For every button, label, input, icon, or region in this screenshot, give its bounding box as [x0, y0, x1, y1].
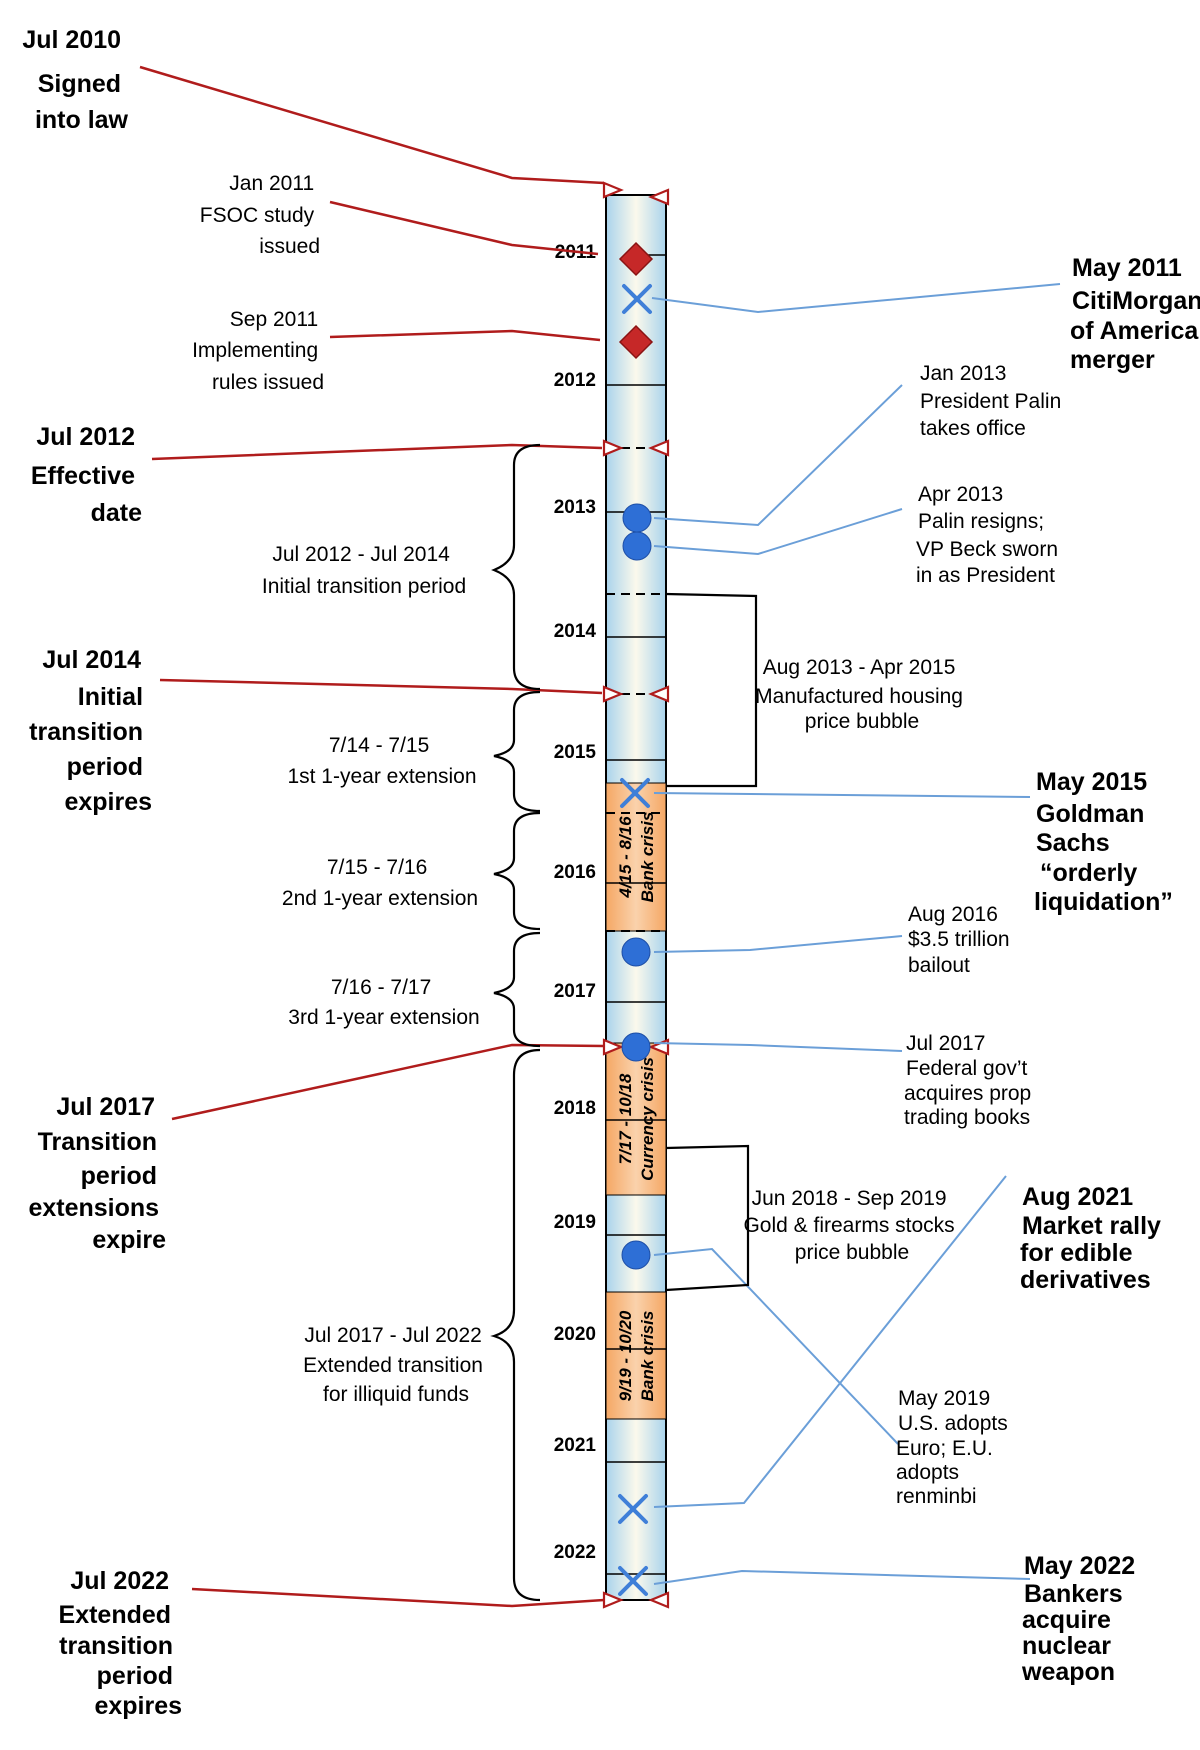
event-euro: May 2019 U.S. adopts Euro; E.U. adopts r…: [896, 1387, 1014, 1508]
brace-ext1: [493, 690, 541, 813]
event-bailout: Aug 2016 $3.5 trillion bailout: [908, 903, 1015, 977]
x-marker-goldman: [620, 778, 650, 808]
milestone-rules: Sep 2011 Implementing rules issued: [192, 308, 324, 394]
period-initial: Jul 2012 - Jul 2014 Initial transition p…: [262, 543, 466, 598]
diamond-marker-fsoc: [618, 241, 654, 277]
year-label-2020: 2020: [554, 1324, 596, 1345]
year-label-2015: 2015: [554, 742, 597, 763]
year-label-2021: 2021: [554, 1435, 597, 1456]
period-ext3: 7/16 - 7/17 3rd 1-year extension: [288, 976, 479, 1029]
boundary-triangles: [602, 181, 670, 1609]
triangle-marker: [648, 188, 670, 206]
period-ext2: 7/15 - 7/16 2nd 1-year extension: [282, 856, 478, 910]
year-labels: 2011 2012 2013 2014 2015 2016 2017 2018 …: [554, 242, 597, 1563]
triangle-marker: [648, 439, 670, 457]
circle-marker-bailout: [621, 937, 651, 967]
event-circles: [621, 503, 652, 1270]
milestone-extensions-expire: Jul 2017 Transition period extensions ex…: [28, 1093, 166, 1254]
event-goldman: May 2015 Goldman Sachs “orderly liquidat…: [1034, 768, 1173, 916]
event-fedgov: Jul 2017 Federal gov’t acquires prop tra…: [904, 1032, 1037, 1129]
brace-illiquid: [490, 1048, 541, 1602]
event-gold: Jun 2018 - Sep 2019 Gold & firearms stoc…: [743, 1187, 960, 1264]
triangle-marker: [602, 181, 624, 199]
event-rally: Aug 2021 Market rally for edible derivat…: [1020, 1183, 1168, 1294]
triangle-marker: [602, 685, 624, 703]
year-label-2014: 2014: [554, 621, 597, 642]
circle-marker-palin: [622, 503, 652, 533]
triangle-marker: [602, 1038, 624, 1056]
year-label-2012: 2012: [554, 370, 596, 391]
milestone-extended-expires: Jul 2022 Extended transition period expi…: [59, 1567, 182, 1720]
circle-marker-fedgov: [621, 1032, 651, 1062]
circle-marker-beck: [622, 531, 652, 561]
brace-initial: [491, 443, 541, 691]
crisis-band-currency: [605, 1042, 667, 1196]
bubble-brackets: [665, 592, 758, 1292]
year-label-2022: 2022: [554, 1542, 596, 1563]
event-palin: Jan 2013 President Palin takes office: [920, 362, 1067, 440]
milestone-signed: Jul 2010 Signed into law: [22, 26, 128, 134]
crisis-band-bank-1: [605, 782, 667, 932]
milestone-initial-expires: Jul 2014 Initial transition period expir…: [29, 646, 152, 816]
triangle-marker: [602, 439, 624, 457]
period-braces: [490, 443, 541, 1602]
year-label-2018: 2018: [554, 1098, 596, 1119]
period-ext1: 7/14 - 7/15 1st 1-year extension: [287, 734, 476, 788]
year-label-2017: 2017: [554, 981, 596, 1002]
bracket-housing: [665, 592, 758, 788]
circle-marker-euro: [621, 1240, 651, 1270]
timeline-bar: [605, 194, 667, 1601]
diamond-marker-rules: [618, 324, 654, 360]
brace-ext2: [493, 811, 541, 931]
year-label-2019: 2019: [554, 1212, 596, 1233]
event-beck: Apr 2013 Palin resigns; VP Beck sworn in…: [916, 483, 1064, 587]
triangle-marker: [648, 1591, 670, 1609]
event-connectors: [651, 283, 1061, 1585]
bracket-gold: [665, 1144, 750, 1292]
event-housing: Aug 2013 - Apr 2015 Manufactured housing…: [755, 656, 969, 733]
x-marker-citimorgan: [622, 284, 652, 314]
triangle-marker: [602, 1591, 624, 1609]
event-x-marks: [618, 284, 652, 1596]
brace-ext3: [493, 931, 541, 1048]
milestone-fsoc: Jan 2011 FSOC study issued: [200, 172, 320, 258]
x-marker-rally: [618, 1494, 648, 1524]
crisis-band-bank-2: [605, 1291, 667, 1420]
milestone-connectors: [139, 65, 605, 1608]
x-marker-nuclear: [618, 1566, 648, 1596]
diamond-markers: [618, 241, 654, 360]
triangle-marker: [648, 685, 670, 703]
milestone-effective: Jul 2012 Effective date: [31, 423, 142, 527]
period-illiquid: Jul 2017 - Jul 2022 Extended transition …: [303, 1324, 489, 1406]
year-label-2013: 2013: [554, 497, 596, 518]
year-label-2016: 2016: [554, 862, 596, 883]
event-nuclear: May 2022 Bankers acquire nuclear weapon: [1021, 1552, 1142, 1686]
event-citimorgan: May 2011 CitiMorgan of America merger: [1070, 254, 1200, 374]
